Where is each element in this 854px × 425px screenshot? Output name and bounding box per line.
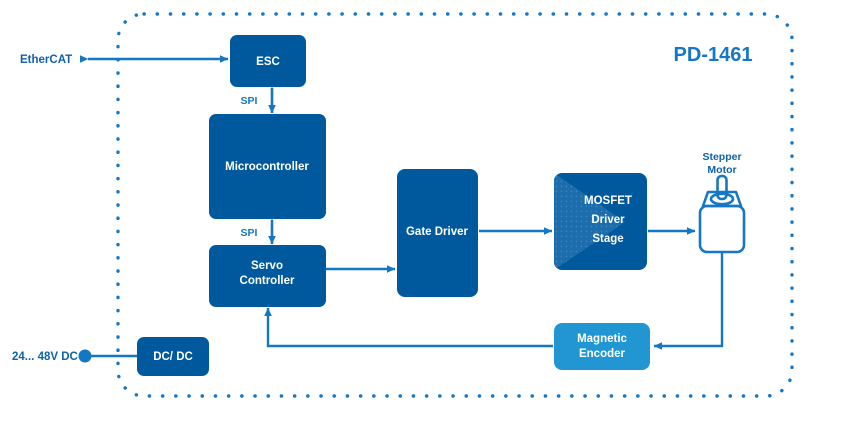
label-spi-mcu-servo: SPI bbox=[241, 227, 258, 239]
page-title: PD-1461 bbox=[674, 44, 753, 66]
power-input-terminal bbox=[78, 349, 92, 363]
block-microcontroller[interactable]: Microcontroller bbox=[209, 114, 326, 219]
label-power-input: 24... 48V DC bbox=[12, 351, 78, 363]
block-gate-driver[interactable]: Gate Driver bbox=[397, 169, 478, 297]
link-encoder-servo bbox=[264, 307, 553, 348]
stepper-motor-icon bbox=[698, 174, 746, 254]
block-mosfet-label-line3: Stage bbox=[592, 233, 623, 245]
block-mosfet-label-line2: Driver bbox=[591, 214, 625, 226]
link-motor-encoder bbox=[653, 253, 724, 350]
block-servo-controller-label-line1: Servo bbox=[251, 260, 283, 272]
block-mosfet-driver-stage[interactable]: MOSFET Driver Stage bbox=[554, 173, 647, 270]
block-mosfet-label-line1: MOSFET bbox=[584, 195, 632, 207]
label-stepper-motor-line2: Motor bbox=[707, 164, 736, 176]
block-magnetic-encoder-label-line1: Magnetic bbox=[577, 333, 627, 345]
label-stepper-motor-line1: Stepper bbox=[702, 151, 741, 163]
block-servo-controller[interactable]: Servo Controller bbox=[209, 245, 326, 307]
block-esc[interactable]: ESC bbox=[230, 35, 306, 87]
block-microcontroller-label: Microcontroller bbox=[225, 161, 309, 173]
block-gate-driver-label: Gate Driver bbox=[406, 226, 469, 238]
block-magnetic-encoder[interactable]: Magnetic Encoder bbox=[554, 323, 650, 370]
block-esc-label: ESC bbox=[256, 56, 280, 68]
enclosure-border bbox=[116, 12, 794, 398]
block-servo-controller-label-line2: Controller bbox=[240, 275, 295, 287]
label-ethercat: EtherCAT bbox=[20, 54, 72, 66]
block-magnetic-encoder-label-line2: Encoder bbox=[579, 348, 626, 360]
label-spi-esc-mcu: SPI bbox=[241, 95, 258, 107]
block-dc-dc[interactable]: DC/ DC bbox=[137, 337, 209, 376]
block-dc-dc-label: DC/ DC bbox=[153, 351, 193, 363]
